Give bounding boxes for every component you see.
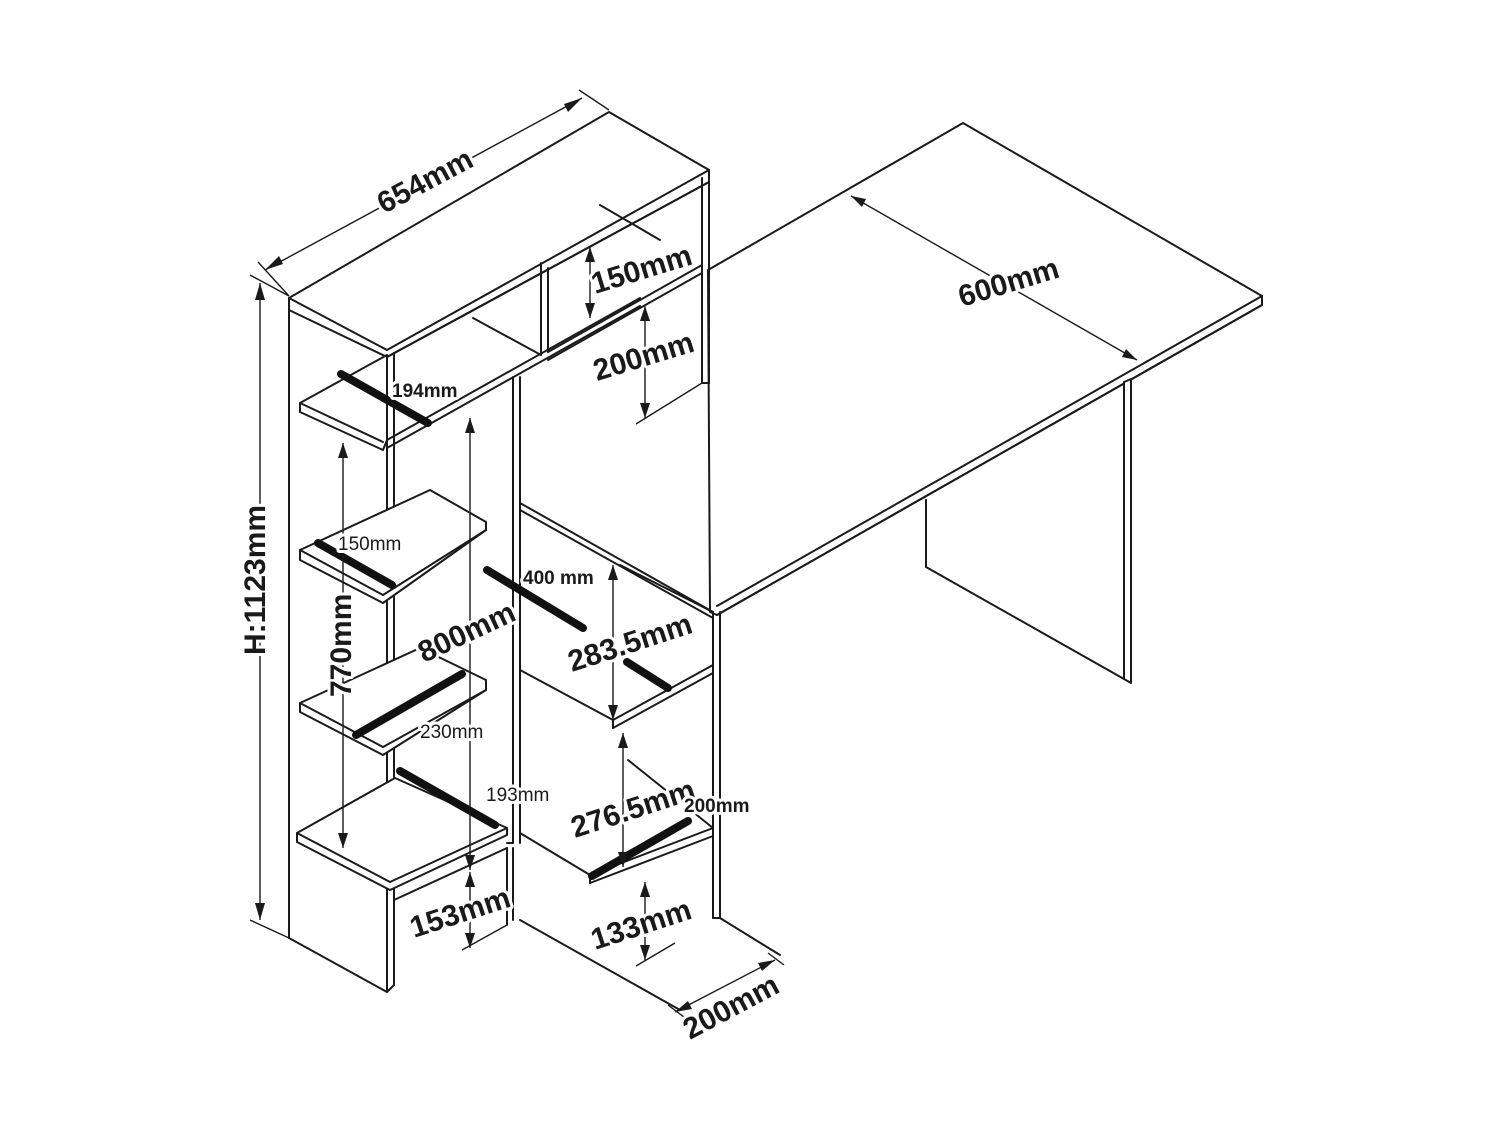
left-shelf-2 xyxy=(299,489,487,604)
bracket-bar xyxy=(352,670,466,739)
label-height: H:1123mm xyxy=(239,505,272,655)
left-shelf-3 xyxy=(299,647,487,756)
label-left-low-shelf: 193mm xyxy=(486,785,549,806)
left-shelf-1 xyxy=(299,354,388,451)
bracket-bar xyxy=(314,539,396,589)
bracket-bar xyxy=(396,767,499,829)
left-shelf-4 xyxy=(296,777,508,891)
label-left-base-gap: 153mm xyxy=(406,881,515,944)
label-left-shelf-width: 150mm xyxy=(338,534,401,555)
bracket-bar xyxy=(623,658,672,692)
bracket-bars xyxy=(314,370,692,880)
label-left-mid-shelf: 230mm xyxy=(420,722,483,743)
desk-top xyxy=(707,122,1263,616)
arrowheads xyxy=(255,98,1137,1012)
label-upper-shelf-depth: 194mm xyxy=(392,381,458,402)
label-bracket-length: 400 mm xyxy=(523,568,594,589)
label-right-shelf-depth: 200mm xyxy=(684,796,750,817)
label-upper-gap: 200mm xyxy=(589,326,698,388)
label-top-compartment: 150mm xyxy=(587,239,696,301)
right-unit xyxy=(519,502,781,1011)
bracket-bar xyxy=(483,566,587,632)
bracket-bar xyxy=(588,817,692,880)
label-inner-column-height: 800mm xyxy=(413,596,521,670)
label-right-lower-gap: 276.5mm xyxy=(567,774,699,845)
label-base-depth: 200mm xyxy=(678,968,785,1046)
desk-leg-panel xyxy=(925,378,1132,684)
bracket-bar xyxy=(337,370,432,427)
label-left-column-height: 770mm xyxy=(325,594,358,697)
